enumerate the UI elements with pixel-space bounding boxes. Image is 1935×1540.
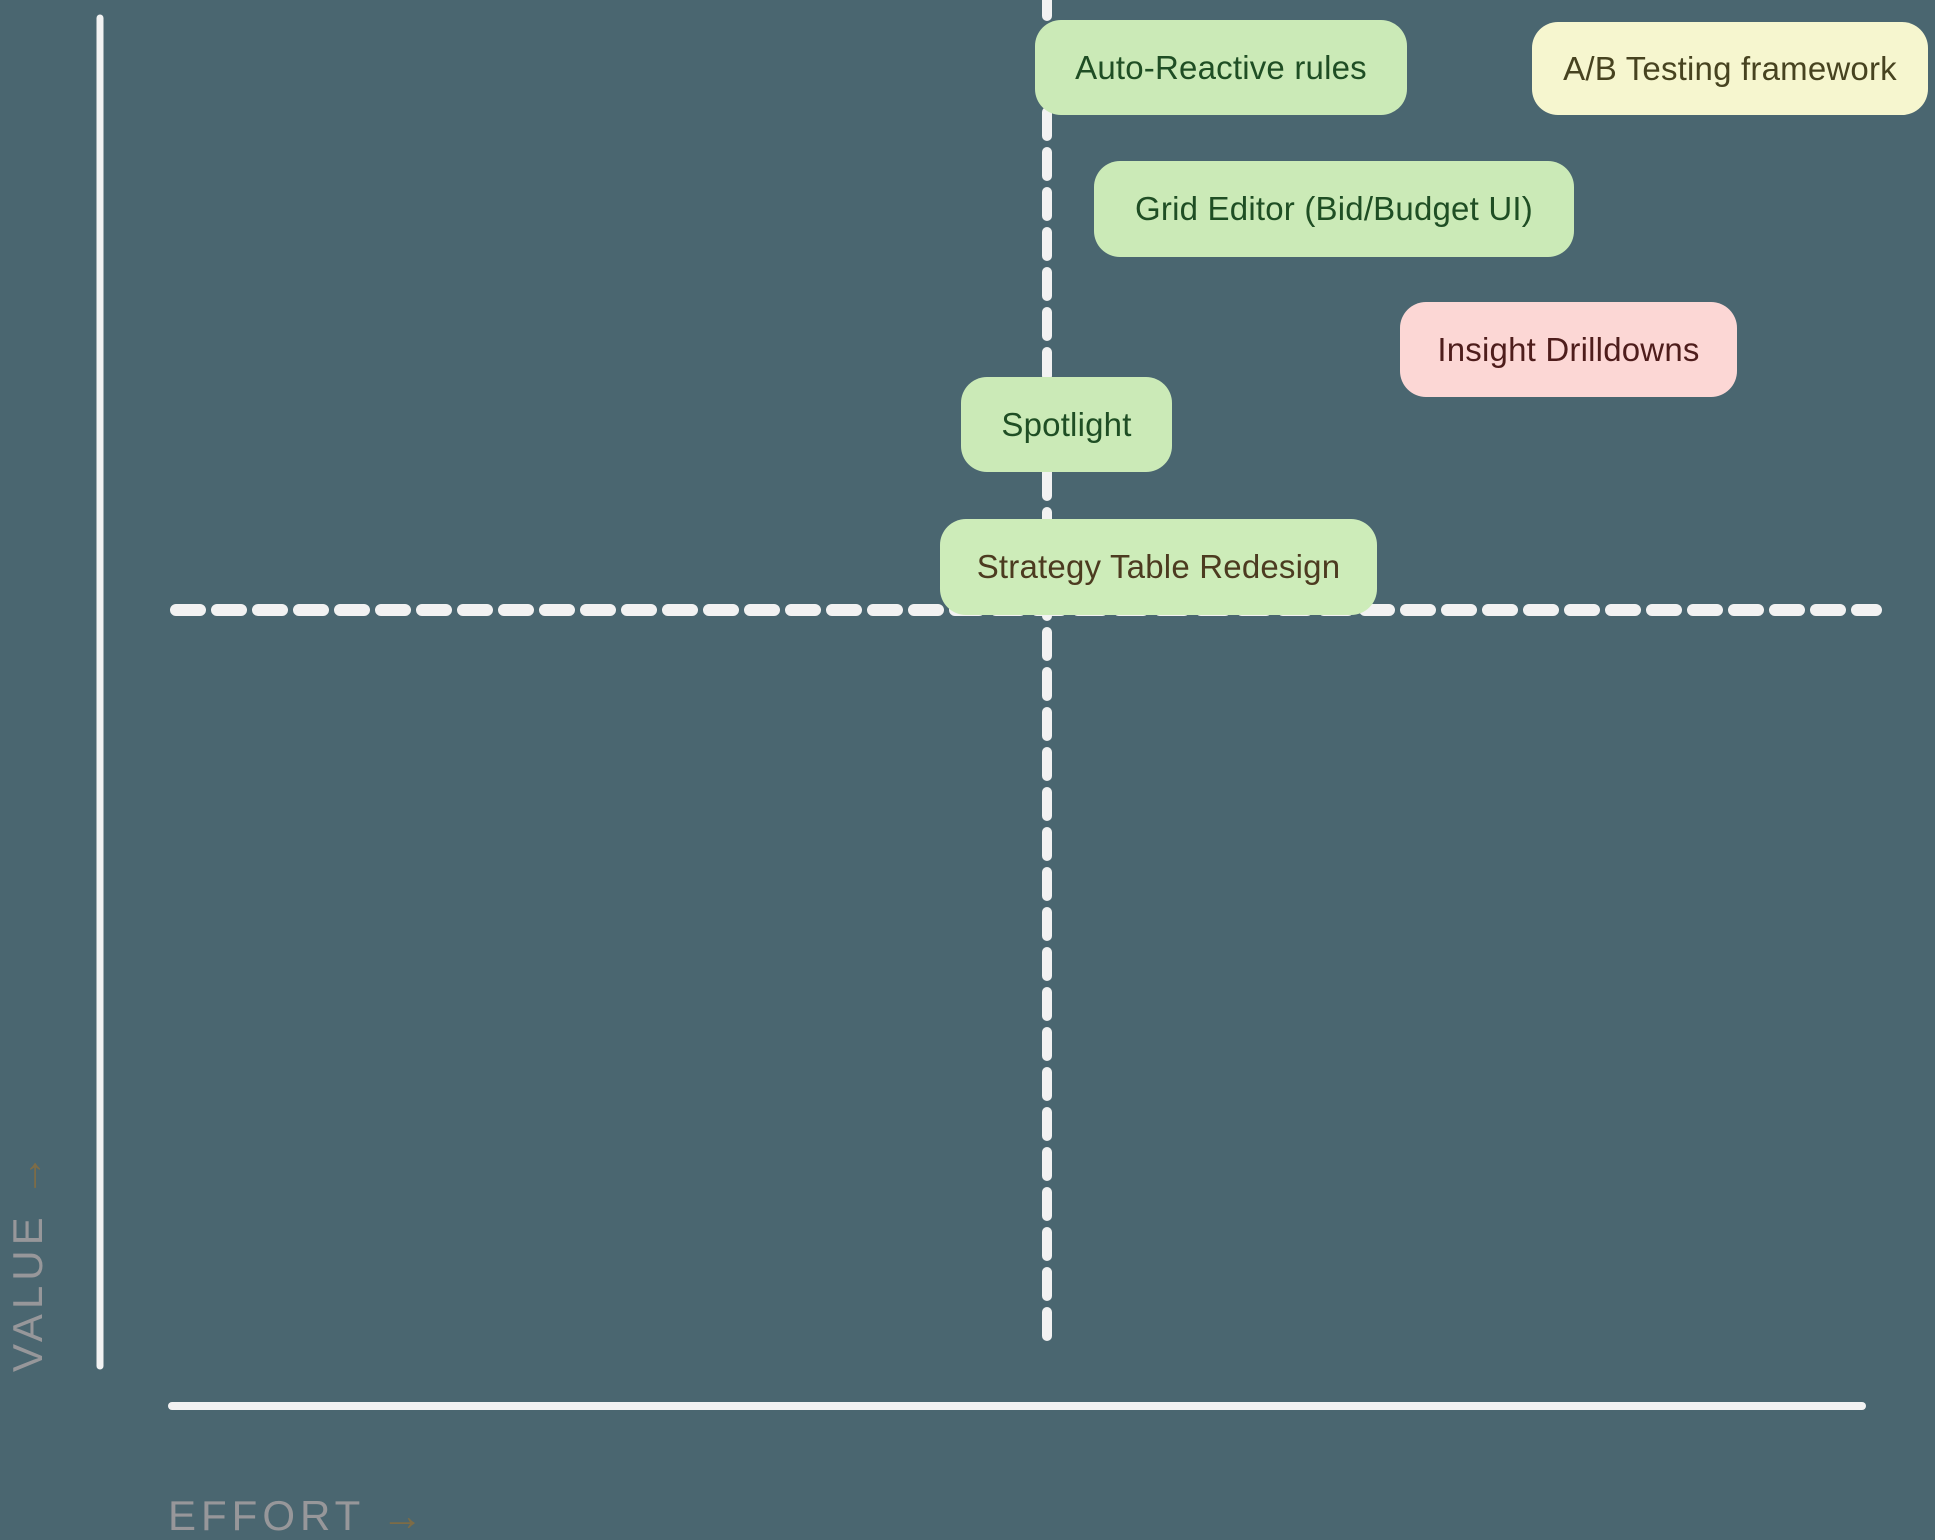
matrix-item-card[interactable]: A/B Testing framework	[1532, 22, 1928, 115]
matrix-item-label: Strategy Table Redesign	[976, 548, 1341, 585]
effort-axis-arrow-icon: →	[381, 1492, 424, 1539]
matrix-item-label: Insight Drilldowns	[1437, 330, 1700, 368]
matrix-item-card[interactable]: Insight Drilldowns	[1400, 302, 1737, 397]
matrix-item-card[interactable]: Grid Editor (Bid/Budget UI)	[1094, 161, 1574, 257]
matrix-item-card[interactable]: Strategy Table Redesign	[940, 519, 1377, 615]
matrix-item-card[interactable]: Auto-Reactive rules	[1035, 20, 1407, 115]
matrix-item-label: A/B Testing framework	[1563, 49, 1897, 87]
matrix-item-label: Grid Editor (Bid/Budget UI)	[1135, 190, 1533, 227]
effort-axis-label: EFFORT →	[168, 1492, 423, 1540]
matrix-item-label: Auto-Reactive rules	[1075, 48, 1367, 86]
value-axis-label: VALUE →	[4, 1154, 52, 1372]
matrix-item-label: Spotlight	[1001, 405, 1132, 443]
value-axis-arrow-icon: →	[4, 1154, 51, 1197]
matrix-item-card[interactable]: Spotlight	[961, 377, 1172, 472]
value-axis-text: VALUE	[4, 1212, 51, 1372]
effort-axis-text: EFFORT	[168, 1492, 366, 1539]
